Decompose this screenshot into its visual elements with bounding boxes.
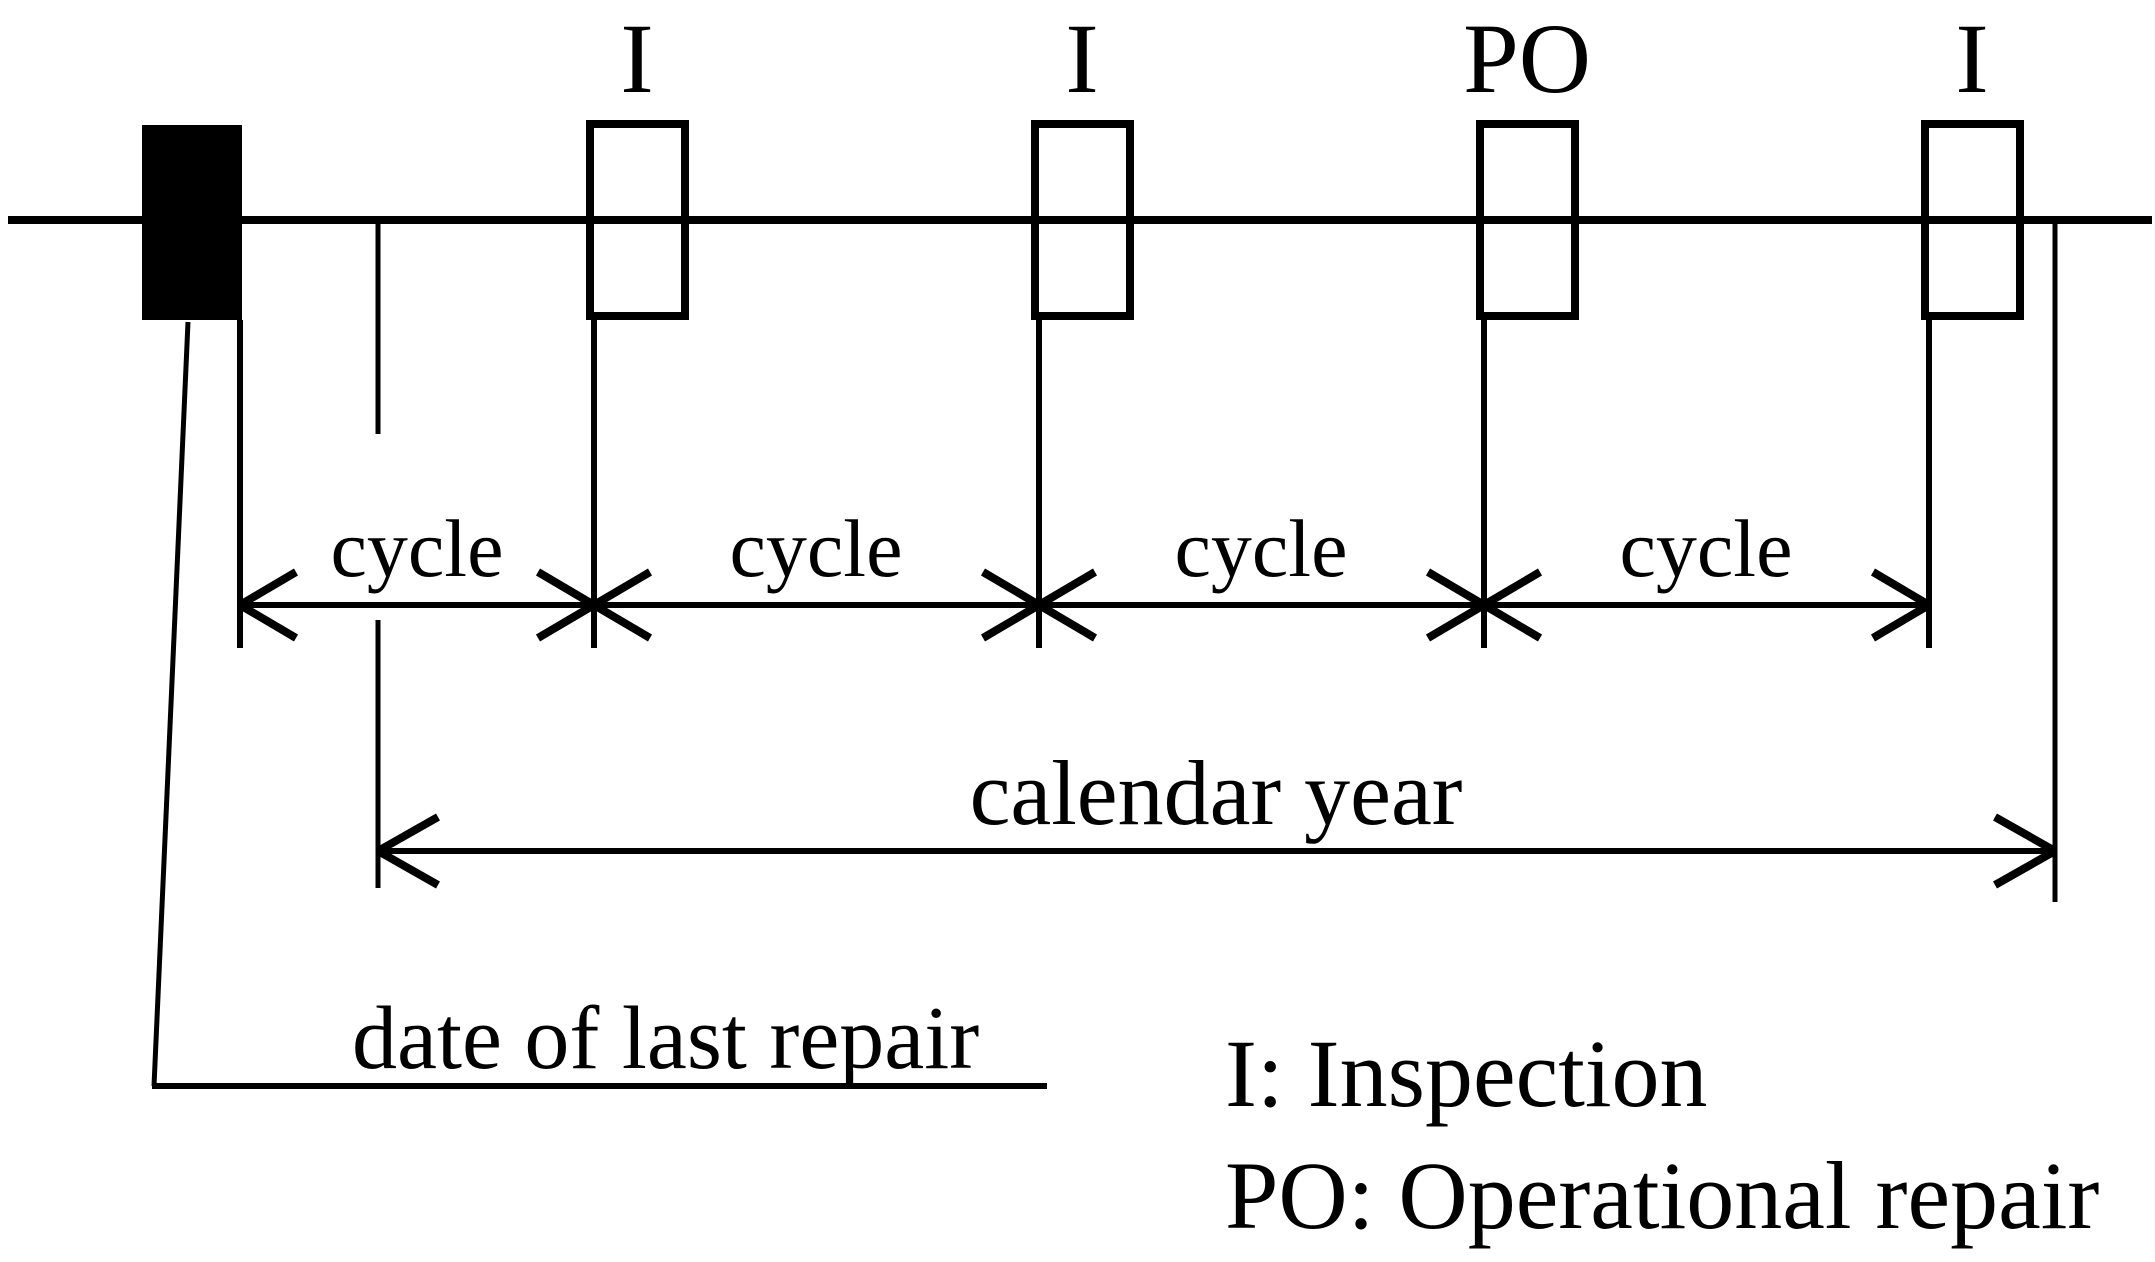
event-operational-repair: PO xyxy=(1463,3,1591,648)
cycle-arrow-4: cycle xyxy=(1481,503,1932,642)
arrowhead-right-barb xyxy=(1425,568,1487,609)
legend-operational-repair: PO: Operational repair xyxy=(1225,1142,2099,1249)
event-box xyxy=(1476,120,1579,320)
arrowhead-left-barb xyxy=(237,601,299,642)
arrowhead-right-barb xyxy=(1425,601,1487,642)
cycle-arrow-2: cycle xyxy=(591,503,1042,642)
arrowhead-left-barb xyxy=(1036,568,1098,609)
arrowhead-left-barb xyxy=(237,568,299,609)
calendar-year-arrow: calendar year xyxy=(375,224,2058,902)
arrowhead-left-barb xyxy=(1481,568,1543,609)
event-inspection-1: I xyxy=(586,3,689,648)
cycle-arrow-3: cycle xyxy=(1036,503,1487,642)
cycle-label: cycle xyxy=(1620,503,1793,594)
event-box xyxy=(586,120,689,320)
legend: I: Inspection PO: Operational repair xyxy=(1225,1020,2099,1249)
event-label: PO xyxy=(1463,3,1591,114)
cycle-arrow-1: cycle xyxy=(237,503,597,642)
event-inspection-2: I xyxy=(1031,3,1134,648)
event-box xyxy=(1031,120,1134,320)
arrowhead-right-barb xyxy=(1870,568,1932,609)
repair-caption: date of last repair xyxy=(352,989,979,1088)
arrowhead-left-barb xyxy=(376,813,440,855)
cycle-label: cycle xyxy=(331,503,504,594)
event-inspection-3: I xyxy=(1921,3,2024,648)
arrowhead-left-barb xyxy=(1036,601,1098,642)
arrowhead-left-barb xyxy=(376,847,440,889)
repair-pointer-line xyxy=(151,321,191,1087)
event-label: I xyxy=(1065,3,1098,114)
arrowhead-right-barb xyxy=(1993,847,2057,889)
legend-inspection: I: Inspection xyxy=(1225,1020,1708,1127)
arrowhead-right-barb xyxy=(535,568,597,609)
calendar-year-label: calendar year xyxy=(970,742,1463,844)
event-label: I xyxy=(1955,3,1988,114)
arrowhead-right-barb xyxy=(1870,601,1932,642)
arrowhead-left-barb xyxy=(1481,601,1543,642)
cycle-label: cycle xyxy=(1175,503,1348,594)
event-box xyxy=(1921,120,2024,320)
arrowhead-right-barb xyxy=(980,601,1042,642)
event-label: I xyxy=(620,3,653,114)
arrowhead-left-barb xyxy=(591,568,653,609)
arrowhead-left-barb xyxy=(591,601,653,642)
cycle-label: cycle xyxy=(730,503,903,594)
last-repair-marker xyxy=(142,125,242,320)
arrowhead-right-barb xyxy=(535,601,597,642)
last-repair-callout: date of last repair xyxy=(151,321,1047,1089)
arrowhead-right-barb xyxy=(980,568,1042,609)
arrowhead-right-barb xyxy=(1993,813,2057,855)
